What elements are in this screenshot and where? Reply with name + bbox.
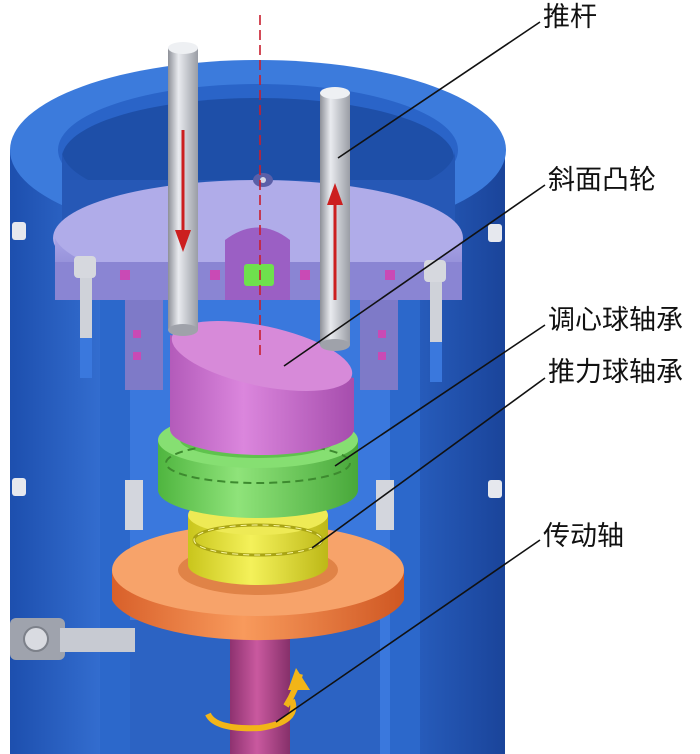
- drive-shaft: [130, 610, 380, 754]
- slot-insert: [244, 264, 274, 286]
- plate-bolt-left: [74, 256, 96, 378]
- arrow-down-icon: [175, 130, 191, 252]
- wall-screw: [12, 222, 26, 240]
- label-push-rod: 推杆: [543, 2, 597, 33]
- leader-drive-shaft: [275, 539, 541, 723]
- leader-thrust-bearing: [311, 377, 546, 549]
- leader-cam: [283, 184, 546, 367]
- label-drive-shaft: 传动轴: [543, 521, 624, 552]
- inner-holder: [125, 300, 398, 530]
- label-self-aligning-bearing: 调心球轴承: [548, 305, 683, 336]
- arrow-up-icon: [327, 183, 343, 300]
- side-fitting: [10, 618, 135, 660]
- inclined-cam: [169, 320, 354, 456]
- top-plate: [53, 173, 463, 300]
- wall-screw: [488, 480, 502, 498]
- label-thrust-bearing: 推力球轴承: [548, 357, 683, 388]
- plate-bolt-right: [424, 260, 446, 382]
- callout-lines: [275, 21, 546, 723]
- wall-screw: [12, 478, 26, 496]
- label-cam: 斜面凸轮: [548, 165, 656, 196]
- leader-self-aligning-bearing: [334, 324, 546, 467]
- wall-screw: [488, 224, 502, 242]
- push-rod-left: [168, 42, 198, 336]
- leader-push-rod: [337, 21, 541, 159]
